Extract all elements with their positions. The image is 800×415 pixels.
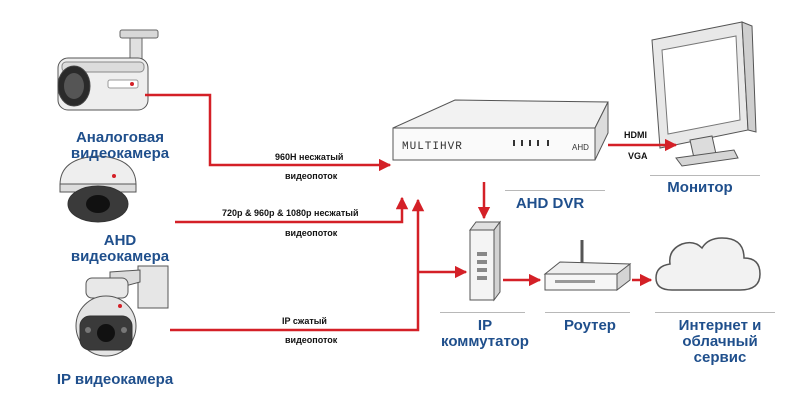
ahd-to-dvr-arrow xyxy=(175,196,409,224)
cloud-separator xyxy=(655,312,775,313)
hdmi-caption: HDMI xyxy=(624,130,647,140)
router-separator xyxy=(545,312,630,313)
ip-link-caption-1: IP сжатый xyxy=(282,316,327,326)
analog-to-dvr-arrow xyxy=(145,93,392,172)
analog-link-caption-2: видеопоток xyxy=(285,171,338,181)
monitor-label: Монитор xyxy=(667,179,733,196)
vga-caption: VGA xyxy=(628,151,648,161)
ahd-link-caption-1: 720p & 960p & 1080p несжатый xyxy=(222,208,359,218)
monitor-separator xyxy=(650,175,760,176)
router-icon xyxy=(543,240,632,292)
cloud-icon xyxy=(655,237,761,291)
cloud-label: Интернет и облачный сервис xyxy=(678,317,762,366)
ahd-link-caption-2: видеопоток xyxy=(285,228,338,238)
ahd-camera-label: AHD видеокамера xyxy=(70,232,170,265)
ip-ptz-camera-icon xyxy=(75,265,169,357)
ahd-dome-camera-icon xyxy=(59,155,137,223)
router-label: Роутер xyxy=(564,317,616,334)
switch-separator xyxy=(440,312,525,313)
analog-link-caption-1: 960H несжатый xyxy=(275,152,344,162)
ahd-dvr-icon xyxy=(392,99,609,161)
ip-cam-to-switch-arrow xyxy=(170,198,425,332)
dvr-badge-text: AHD xyxy=(572,143,589,152)
dvr-brand-text: MULTIHVR xyxy=(402,141,463,153)
ip-switch-label: IP коммутатор xyxy=(441,317,529,350)
monitor-icon xyxy=(651,21,757,167)
analog-camera-icon xyxy=(57,29,159,111)
dvr-label: AHD DVR xyxy=(515,195,585,212)
ip-camera-label: IP видеокамера xyxy=(56,371,174,388)
analog-camera-label: Аналоговая видеокамера xyxy=(70,129,170,162)
ip-link-caption-2: видеопоток xyxy=(285,335,338,345)
connection-lines xyxy=(145,93,678,332)
dvr-separator xyxy=(505,190,605,191)
ip-switch-icon xyxy=(469,220,501,302)
